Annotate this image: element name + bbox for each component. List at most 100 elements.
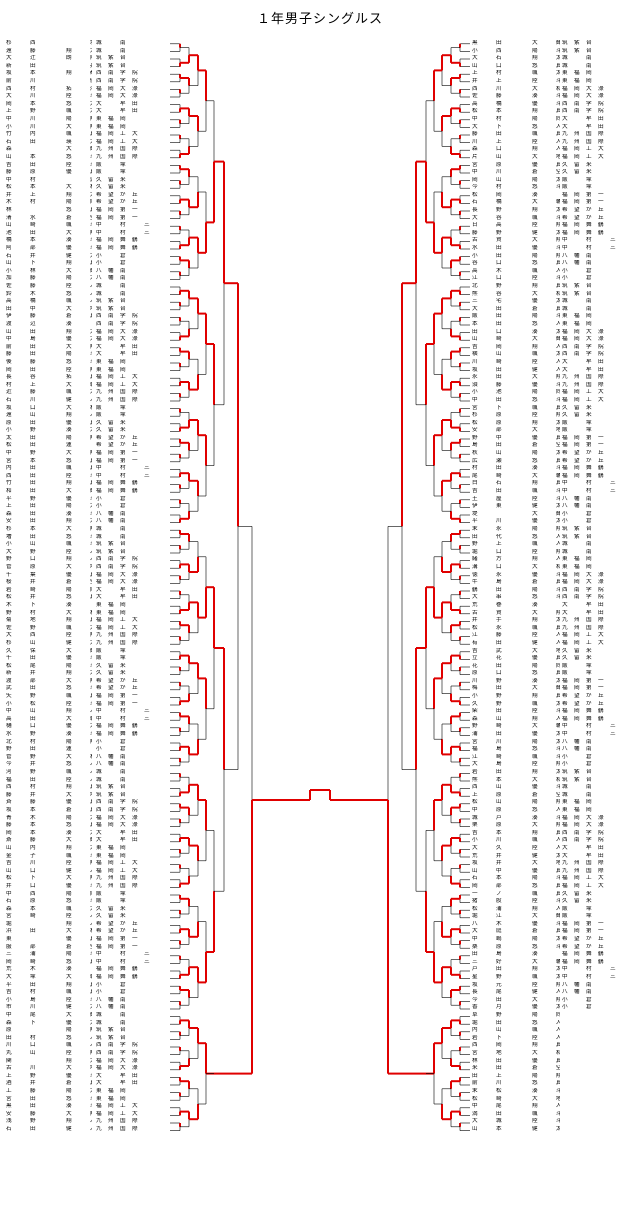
right-team-entry: 福 岡 工 大 bbox=[562, 389, 604, 396]
left-player-entry: 佐 藤 陸 人 bbox=[6, 283, 92, 289]
right-team-entry: 福 岡 大 濠 bbox=[562, 814, 604, 821]
right-player-entry: 堀 田 悠 人 bbox=[472, 1019, 560, 1026]
right-team-entry: 小 倉 bbox=[562, 518, 592, 525]
right-team-entry: 東 福 岡 bbox=[562, 70, 592, 77]
right-team-entry: 小 倉 bbox=[562, 753, 592, 760]
left-team-entry: 筑 紫 台 bbox=[96, 784, 126, 791]
right-team-entry: 筑 紫 台 bbox=[562, 290, 592, 297]
right-player-entry: 田 島 湊 bbox=[472, 951, 560, 958]
right-team-entry: 八 幡 南 bbox=[562, 746, 592, 753]
left-team-entry: 福 岡 第 一 bbox=[96, 700, 138, 707]
right-team-entry: 福 岡 工 大 bbox=[562, 396, 604, 403]
right-player-entry: 松 永 颯 真 bbox=[472, 624, 560, 631]
right-player-entry: 花 田 陽 向 bbox=[472, 662, 560, 669]
right-team-entry: 筑 紫 台 bbox=[562, 40, 592, 46]
left-team-entry: 福 岡 工 大 bbox=[96, 624, 138, 631]
left-player-entry: 加 藤 陽 太 bbox=[6, 275, 92, 282]
left-player-entry: 西 田 陸 斗 bbox=[6, 472, 92, 479]
right-team-entry: 希 望 が 丘 bbox=[562, 693, 604, 700]
left-player-entry: 井 口 優 斗 bbox=[6, 882, 92, 889]
left-player-entry: 岩 崎 陽 向 bbox=[6, 586, 92, 593]
left-team-entry: 九 州 国 際 bbox=[96, 632, 138, 639]
left-player-entry: 野 口 翔 人 bbox=[6, 556, 92, 563]
left-player-entry: 中 西 陽 向 bbox=[6, 890, 92, 897]
right-team-entry: 飯 塚 bbox=[562, 913, 592, 920]
right-player-entry: 川 野 湊 太 bbox=[472, 677, 560, 684]
left-team-entry: 小 倉 bbox=[96, 738, 126, 745]
left-team-entry: 福 岡 第 一 bbox=[96, 936, 138, 943]
left-team-entry: 福 岡 工 大 bbox=[96, 131, 138, 138]
right-team-entry: 福 岡 舞 鶴 bbox=[562, 465, 604, 472]
left-player-entry: 中 尾 大 輝 bbox=[6, 1012, 92, 1018]
left-player-entry: 井 上 翔 太 bbox=[6, 191, 92, 198]
right-player-entry: 宮 川 陽 太 bbox=[472, 738, 560, 745]
left-player-entry: 長 谷 拓 真 bbox=[6, 374, 92, 381]
left-team-entry: 福 岡 舞 鶴 bbox=[96, 966, 138, 973]
left-team-entry: 城 南 bbox=[96, 776, 126, 783]
right-team-entry: 中 村 三 bbox=[562, 237, 616, 244]
left-team-entry: 福 岡 第 一 bbox=[96, 207, 138, 214]
left-team-entry: 福 岡 工 大 bbox=[96, 860, 138, 867]
left-player-entry: 前 田 大 翔 bbox=[6, 343, 92, 350]
left-player-entry: 大 川 陸 斗 bbox=[6, 93, 92, 100]
left-team-entry: 大 牟 田 bbox=[96, 1072, 138, 1079]
right-player-entry: 小 池 陽 向 bbox=[472, 389, 560, 396]
left-player-entry: 酒 井 蒼 真 bbox=[6, 1080, 92, 1087]
right-player-entry: 伊 東 健 太 bbox=[472, 503, 560, 510]
left-player-entry: 橋 本 湊 斗 bbox=[6, 237, 92, 244]
right-player-entry: 三 宅 優 太 bbox=[472, 298, 560, 305]
left-player-entry: 坂 本 翔 都 bbox=[6, 70, 92, 77]
left-player-entry: 中 山 翔 人 bbox=[6, 708, 92, 715]
right-team-entry: 飯 塚 bbox=[562, 419, 592, 426]
right-team-entry: 久 留 米 bbox=[562, 412, 592, 419]
left-team-entry: 中 村 三 bbox=[96, 715, 150, 722]
left-player-entry: 服 部 蒼 空 bbox=[6, 943, 92, 950]
right-team-entry: 福 岡 大 濠 bbox=[562, 85, 604, 92]
left-team-entry: 西 南 学 院 bbox=[96, 799, 138, 806]
right-player-entry: 林 田 優 真 bbox=[472, 1057, 560, 1064]
right-team-entry: 福 岡 第 一 bbox=[562, 442, 604, 449]
right-team-entry: 八 幡 南 bbox=[562, 981, 592, 988]
right-player-entry: 原 口 悠 真 bbox=[472, 670, 560, 677]
left-player-entry: 中 島 優 太 bbox=[6, 336, 92, 343]
right-team-entry: 東 福 岡 bbox=[562, 313, 592, 320]
right-team-entry: 小 倉 bbox=[562, 996, 592, 1003]
right-team-entry: 飯 塚 bbox=[562, 427, 592, 434]
left-player-entry: 斉 藤 優 真 bbox=[6, 799, 92, 806]
right-player-entry: 宮 原 優 真 bbox=[472, 161, 560, 168]
right-team-entry: 城 南 bbox=[562, 55, 592, 62]
right-team-entry: 西 南 学 院 bbox=[562, 837, 604, 844]
left-team-entry: 福 岡 舞 鶴 bbox=[96, 245, 138, 252]
right-team-entry: 八 幡 南 bbox=[562, 495, 592, 502]
right-team-entry: 大 牟 田 bbox=[562, 601, 604, 608]
left-player-entry: 石 田 健 人 bbox=[6, 1125, 92, 1132]
left-player-entry: 水 野 湊 斗 bbox=[6, 731, 92, 738]
right-team-entry: 筑 紫 台 bbox=[562, 526, 592, 532]
right-player-entry: 草 野 陽 向 bbox=[472, 1012, 560, 1018]
right-team-entry: 小 倉 bbox=[562, 761, 592, 768]
right-player-entry: 吉 田 颯 斗 bbox=[472, 488, 560, 495]
right-team-entry: 西 南 学 院 bbox=[562, 343, 604, 350]
right-player-entry: 堀 江 大 輝 bbox=[472, 913, 560, 920]
right-player-entry: 須 藤 優 斗 bbox=[472, 381, 560, 388]
right-player-entry: 杉 原 陸 翔 bbox=[472, 412, 560, 419]
left-player-entry: 鈴 木 悠 人 bbox=[6, 290, 92, 297]
right-player-entry: 野 崎 大 輔 bbox=[472, 723, 560, 730]
right-team-entry: 希 望 が 丘 bbox=[562, 450, 604, 457]
right-team-entry: 希 望 が 丘 bbox=[562, 457, 604, 464]
left-player-entry: 阿 部 優 斗 bbox=[6, 245, 92, 252]
left-team-entry: 福 岡 大 濠 bbox=[96, 822, 138, 829]
left-player-entry: 樋 口 優 太 bbox=[6, 723, 92, 730]
left-team-entry: 飯 塚 bbox=[96, 647, 126, 654]
right-player-entry: 藤 野 健 太 bbox=[472, 229, 560, 236]
left-player-entry: 渡 辺 湊 bbox=[6, 320, 92, 327]
right-player-entry: 柴 田 陸 斗 bbox=[472, 708, 560, 715]
right-player-entry: 小 川 颯 人 bbox=[472, 837, 560, 844]
left-team-entry: 福 岡 大 濠 bbox=[96, 328, 138, 335]
left-player-entry: 大 西 陸 翔 bbox=[6, 632, 92, 639]
left-player-entry: 宮 崎 陸 人 bbox=[6, 913, 92, 920]
right-player-entry: 黒 田 大 輝 bbox=[472, 40, 560, 46]
right-player-entry: 藤 田 颯 真 bbox=[472, 131, 560, 138]
right-team-entry: 筑 紫 台 bbox=[562, 283, 592, 289]
left-player-entry: 太 田 陽 翔 bbox=[6, 434, 92, 441]
